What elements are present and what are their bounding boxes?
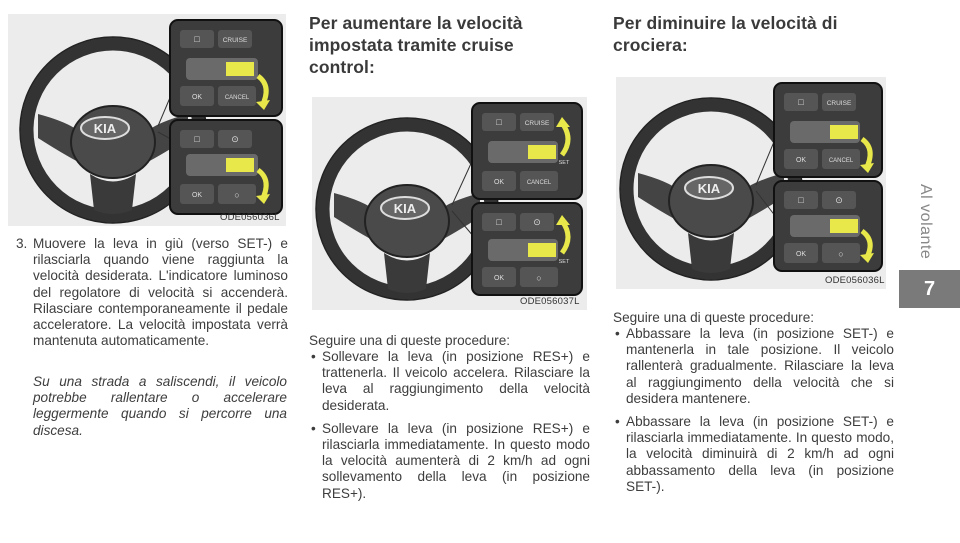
bullet-icon: •: [311, 349, 316, 364]
procedure-intro: Seguire una di queste procedure:: [613, 310, 815, 325]
step-number: 3.: [16, 236, 28, 251]
list-item: • Sollevare la leva (in posizione RES+) …: [309, 349, 590, 414]
cancel-button-label: CANCEL: [225, 95, 250, 101]
cancel-button-label: CANCEL: [527, 180, 552, 186]
kia-logo: KIA: [94, 121, 117, 136]
list-item: • Sollevare la leva (in posizione RES+) …: [309, 421, 590, 502]
ok-button-label: OK: [494, 179, 504, 186]
ok-button-label: OK: [192, 94, 202, 101]
panel-button-label: □: [496, 217, 502, 227]
panel-button-label: ⊙: [533, 217, 541, 227]
list-item-text: Sollevare la leva (in posizione RES+) e …: [322, 420, 590, 501]
list-item-text: Abbassare la leva (in posizione SET-) e …: [626, 414, 894, 494]
figure-code: ODE056037L: [520, 296, 580, 307]
ok-button-label: OK: [494, 275, 504, 282]
cancel-button-label: CANCEL: [829, 158, 854, 164]
set-lever-label: SET: [559, 259, 570, 265]
panel-button-label: □: [194, 34, 200, 44]
panel-button-label: ○: [838, 249, 843, 259]
procedure-list-decrease: • Abbassare la leva (in posizione SET-) …: [613, 326, 894, 502]
list-item-text: Sollevare la leva (in posizione RES+) e …: [322, 349, 590, 413]
cruise-button-label: CRUISE: [223, 37, 248, 44]
steering-wheel-illustration: KIA □ CRUISE OK CANCEL SET □ ⊙ OK ○ SET: [315, 102, 583, 301]
italic-note: Su una strada a saliscendi, il veicolo p…: [33, 374, 287, 438]
panel-button-label: □: [798, 97, 804, 107]
section-side-label: Al volante: [917, 184, 934, 260]
procedure-intro: Seguire una di queste procedure:: [309, 333, 511, 348]
panel-button-label: ⊙: [231, 134, 239, 144]
cruise-button-label: CRUISE: [525, 120, 550, 127]
steering-wheel-illustration: KIA □ CRUISE OK CANCEL □ ⊙ OK ○: [19, 19, 283, 224]
chapter-tab: 7: [899, 270, 960, 308]
figure-left-steering-wheel: KIA □ CRUISE OK CANCEL □ ⊙ OK ○ ODE05603…: [8, 14, 286, 226]
panel-button-label: □: [194, 134, 200, 144]
section-heading-decrease: Per diminuire la velocità di crociera:: [613, 13, 838, 55]
panel-button-label: □: [798, 195, 804, 205]
figure-code: ODE056036L: [220, 212, 280, 223]
kia-logo: KIA: [394, 201, 417, 216]
ok-button-label: OK: [796, 251, 806, 258]
ok-button-label: OK: [192, 192, 202, 199]
step-text: Muovere la leva in giù (verso SET-) e ri…: [33, 236, 288, 349]
section-heading-increase: Per aumentare la velocità impostata tram…: [309, 13, 523, 77]
figure-middle-steering-wheel: KIA □ CRUISE OK CANCEL SET □ ⊙ OK ○ SET …: [312, 97, 587, 310]
panel-button-label: ○: [536, 273, 541, 283]
panel-button-label: □: [496, 117, 502, 127]
steering-wheel-illustration: KIA □ CRUISE OK CANCEL □ ⊙ OK ○: [619, 82, 883, 281]
list-item-text: Abbassare la leva (in posizione SET-) e …: [626, 326, 894, 406]
panel-button-label: ⊙: [835, 195, 843, 205]
bullet-icon: •: [615, 326, 620, 341]
kia-logo: KIA: [698, 181, 721, 196]
list-item: • Abbassare la leva (in posizione SET-) …: [613, 414, 894, 495]
procedure-list-increase: • Sollevare la leva (in posizione RES+) …: [309, 349, 590, 509]
bullet-icon: •: [311, 420, 316, 436]
bullet-icon: •: [615, 414, 620, 430]
set-lever-label: SET: [559, 160, 570, 166]
step-3: 3. Muovere la leva in giù (verso SET-) e…: [16, 236, 288, 349]
panel-button-label: ○: [234, 190, 239, 200]
list-item: • Abbassare la leva (in posizione SET-) …: [613, 326, 894, 407]
cruise-button-label: CRUISE: [827, 100, 852, 107]
figure-right-steering-wheel: KIA □ CRUISE OK CANCEL □ ⊙ OK ○ ODE05603…: [616, 77, 886, 289]
ok-button-label: OK: [796, 157, 806, 164]
figure-code: ODE056036L: [825, 275, 885, 286]
